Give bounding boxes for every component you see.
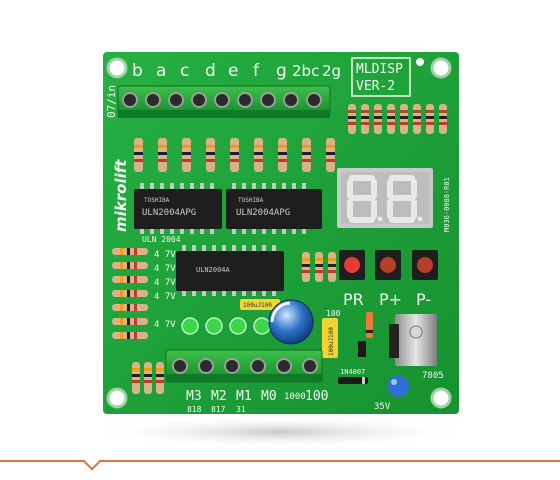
svg-text:ULN2004A: ULN2004A: [196, 266, 231, 274]
svg-text:ULN2004APG: ULN2004APG: [142, 208, 196, 218]
divider-line: [0, 460, 560, 462]
svg-text:818: 818: [187, 405, 202, 414]
resistor-array-top: [348, 104, 447, 134]
diode-label: 1N4007: [340, 368, 365, 376]
label-2bc: 2bc: [292, 62, 319, 80]
button-label-pminus: P-: [416, 290, 431, 309]
cap-label: 35V: [374, 402, 391, 412]
resistor-array-mid: [134, 138, 335, 172]
mounting-holes: [106, 57, 452, 409]
board-title: MLDISP VER-2: [351, 57, 411, 97]
svg-text:ULN2004APG: ULN2004APG: [236, 208, 290, 218]
driver-chip-1: TOSHIBA ULN2004APG: [134, 183, 222, 234]
label-g: g: [276, 61, 287, 81]
driver-chip-2: TOSHIBA ULN2004APG: [226, 183, 322, 234]
push-button-pminus: [412, 250, 438, 280]
svg-text:4 7V: 4 7V: [154, 278, 176, 288]
svg-text:M1: M1: [236, 389, 252, 404]
svg-text:31: 31: [236, 405, 246, 414]
diode-right: [358, 312, 373, 357]
button-label-pr: PR: [343, 290, 364, 309]
volt-labels: 4 7V 4 7V 4 7V 4 7V 4 7V: [154, 250, 176, 330]
svg-text:4 7V: 4 7V: [154, 292, 176, 302]
connector-side-label: 07/in: [105, 85, 118, 118]
blue-capacitor: [387, 375, 409, 397]
cap-top-label: 100: [326, 309, 341, 318]
svg-text:TOSHIBA: TOSHIBA: [144, 197, 170, 204]
led-row: [181, 317, 271, 335]
label-2g: 2g: [322, 62, 341, 80]
svg-text:100uJ100: 100uJ100: [328, 327, 335, 356]
title-line-2: VER-2: [356, 79, 395, 94]
button-label-pplus: P+: [379, 290, 402, 309]
label-a: a: [156, 61, 166, 81]
resistor-array-left: [112, 248, 148, 339]
bottom-terminal-block: [165, 349, 323, 383]
svg-text:M3: M3: [186, 389, 202, 404]
svg-text:TOSHIBA: TOSHIBA: [238, 197, 264, 204]
brand-logo-text: mikrolift: [112, 159, 130, 232]
svg-text:4 7V: 4 7V: [154, 264, 176, 274]
connector-top-labels: b a c d e f g 2bc 2g: [132, 61, 341, 81]
label-b: b: [132, 61, 143, 81]
voltage-regulator: [389, 314, 437, 366]
film-capacitor-2: 100uJ100: [322, 318, 338, 358]
driver-chip-3: ULN2004A: [176, 245, 284, 296]
resistor-array-right: [302, 252, 336, 282]
resistor-array-bottom-left: [132, 362, 164, 394]
svg-text:100uJ100: 100uJ100: [243, 302, 272, 309]
part-number: M036-0088-R01: [443, 177, 451, 232]
regulator-label: 7805: [422, 371, 444, 381]
label-e: e: [228, 61, 238, 81]
svg-text:M0: M0: [261, 389, 277, 404]
push-button-pr: [339, 250, 365, 280]
board-shadow: [90, 416, 470, 448]
title-line-1: MLDISP: [356, 62, 403, 77]
seven-segment-display: [337, 168, 433, 228]
electrolytic-capacitor: [268, 299, 314, 345]
svg-text:M2: M2: [211, 389, 227, 404]
label-d: d: [205, 61, 216, 81]
label-f: f: [253, 61, 260, 81]
diode-bottom: [338, 377, 368, 384]
film-capacitor-1: 100uJ100: [240, 299, 280, 310]
svg-text:1000: 1000: [284, 392, 306, 402]
push-button-pplus: [375, 250, 401, 280]
svg-text:100: 100: [305, 389, 328, 404]
label-c: c: [180, 61, 189, 81]
svg-text:4 7V: 4 7V: [154, 250, 176, 260]
svg-text:817: 817: [211, 405, 226, 414]
bottom-connector-labels: M3 M2 M1 M0 1000 100 818 817 31: [186, 389, 328, 414]
svg-text:4 7V: 4 7V: [154, 320, 176, 330]
top-terminal-block: [117, 85, 331, 118]
chip-label-under: ULN 2004: [142, 235, 181, 244]
